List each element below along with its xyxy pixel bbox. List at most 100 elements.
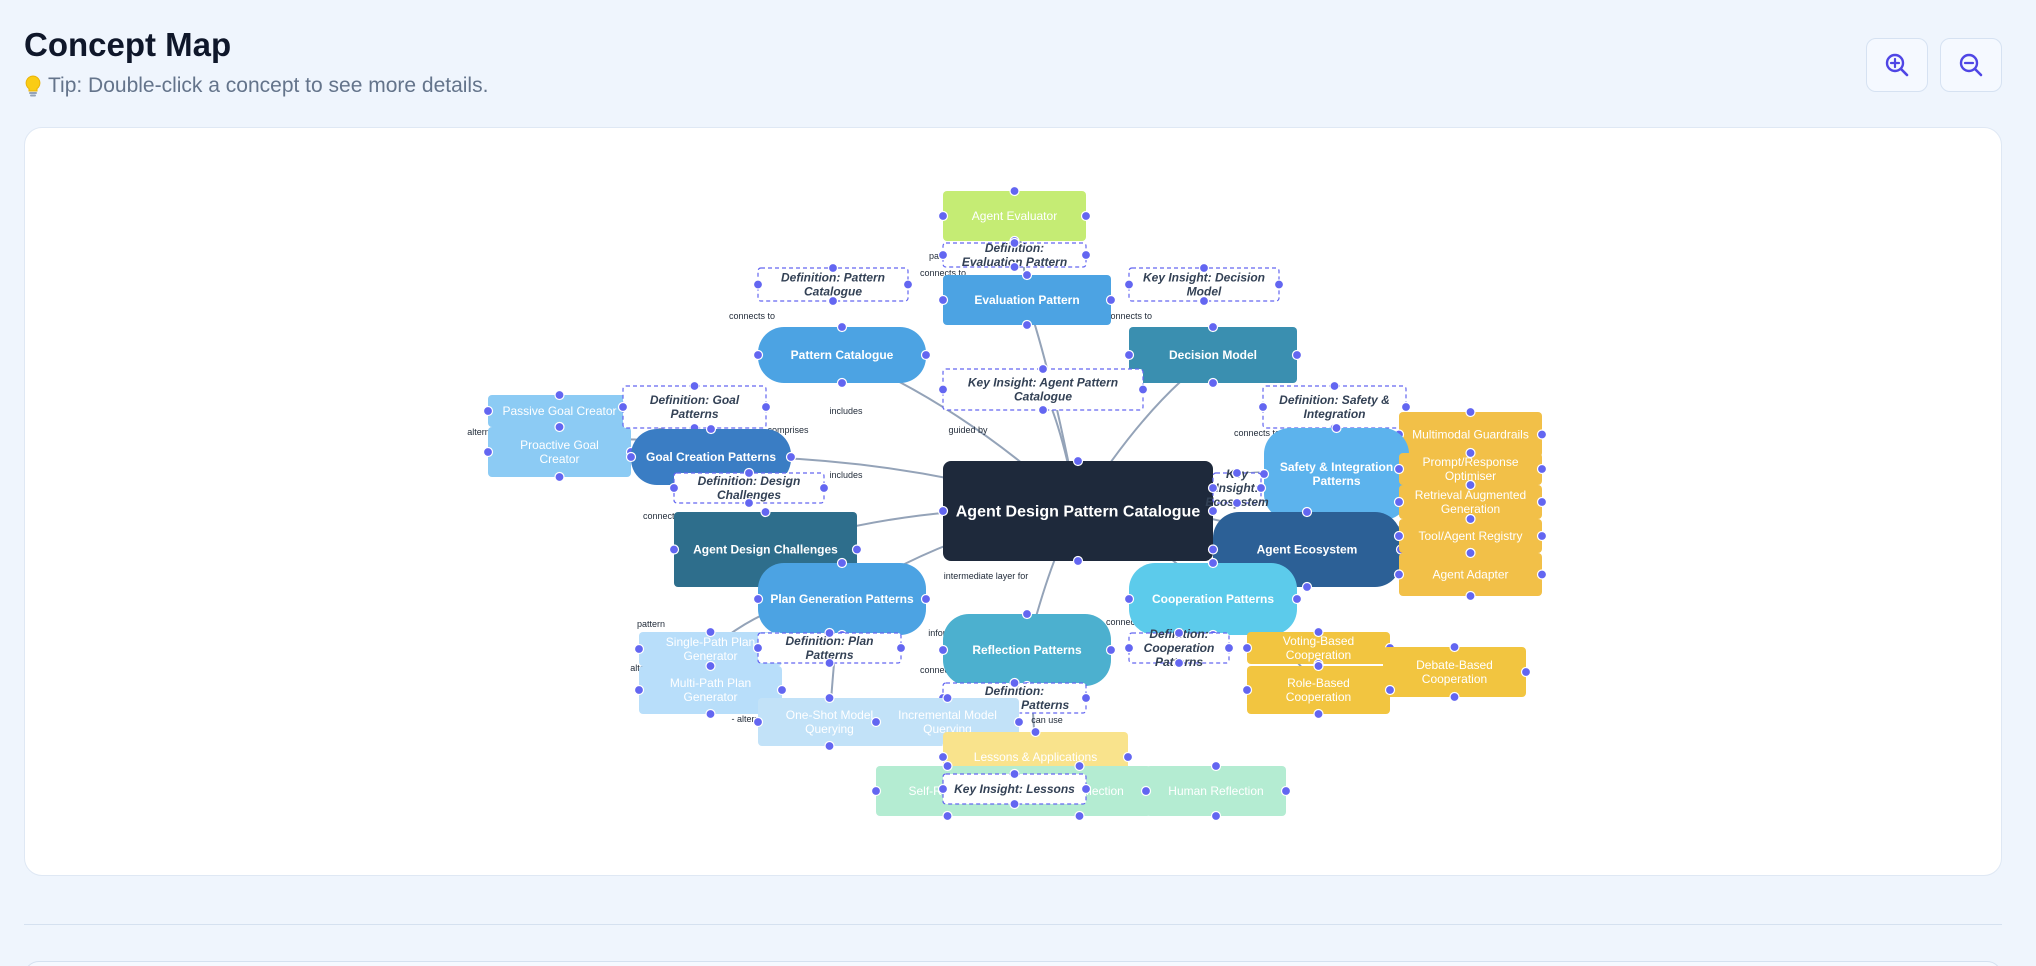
connection-handle[interactable] xyxy=(1465,513,1476,525)
connection-handle[interactable] xyxy=(1210,810,1222,822)
concept-node-plan-generation-patterns[interactable]: Plan Generation Patterns xyxy=(752,557,932,641)
connection-handle[interactable] xyxy=(1021,319,1033,331)
connection-handle[interactable] xyxy=(554,421,565,433)
connection-handle[interactable] xyxy=(1291,349,1303,361)
connection-handle[interactable] xyxy=(752,716,764,728)
connection-handle[interactable] xyxy=(920,593,932,605)
connection-handle[interactable] xyxy=(1207,377,1219,389)
connection-handle[interactable] xyxy=(1393,569,1405,580)
connection-handle[interactable] xyxy=(1465,590,1476,602)
connection-handle[interactable] xyxy=(1037,404,1049,416)
connection-handle[interactable] xyxy=(1080,210,1092,222)
connection-handle[interactable] xyxy=(1140,785,1152,797)
concept-node-evaluation-pattern[interactable]: Evaluation Pattern xyxy=(937,269,1117,331)
connection-handle[interactable] xyxy=(1021,608,1033,620)
concept-node-human-reflection[interactable]: Human Reflection xyxy=(1140,760,1292,822)
connection-handle[interactable] xyxy=(1123,279,1135,290)
connection-handle[interactable] xyxy=(1080,783,1092,795)
connection-handle[interactable] xyxy=(1123,593,1135,605)
connection-handle[interactable] xyxy=(1105,644,1117,656)
connection-handle[interactable] xyxy=(1080,249,1092,261)
connection-handle[interactable] xyxy=(818,482,830,494)
connection-handle[interactable] xyxy=(705,660,716,672)
connection-handle[interactable] xyxy=(937,210,949,222)
connection-handle[interactable] xyxy=(1009,798,1020,810)
connection-handle[interactable] xyxy=(1465,479,1476,491)
connection-handle[interactable] xyxy=(1536,496,1548,508)
connection-handle[interactable] xyxy=(760,401,772,413)
connection-handle[interactable] xyxy=(554,471,565,483)
connection-handle[interactable] xyxy=(824,692,835,704)
connection-handle[interactable] xyxy=(1207,544,1219,555)
connection-handle[interactable] xyxy=(1331,422,1342,434)
connection-handle[interactable] xyxy=(668,544,680,555)
connection-handle[interactable] xyxy=(1013,716,1025,728)
connection-handle[interactable] xyxy=(482,446,494,458)
connection-handle[interactable] xyxy=(1123,642,1135,654)
connection-handle[interactable] xyxy=(1210,760,1222,772)
connection-handle[interactable] xyxy=(1072,555,1084,567)
connection-handle[interactable] xyxy=(752,593,764,605)
connection-handle[interactable] xyxy=(1122,751,1134,763)
connection-handle[interactable] xyxy=(1231,467,1243,479)
connection-handle[interactable] xyxy=(827,262,839,274)
connection-handle[interactable] xyxy=(1241,642,1253,654)
connection-handle[interactable] xyxy=(902,279,914,290)
connection-handle[interactable] xyxy=(1198,295,1210,307)
connection-handle[interactable] xyxy=(827,295,839,307)
connection-handle[interactable] xyxy=(937,384,949,395)
connection-handle[interactable] xyxy=(937,505,949,517)
connection-handle[interactable] xyxy=(836,557,848,569)
connection-handle[interactable] xyxy=(1536,463,1548,475)
connection-handle[interactable] xyxy=(1393,530,1405,542)
connection-handle[interactable] xyxy=(1207,482,1219,494)
connection-handle[interactable] xyxy=(1255,482,1267,494)
connection-handle[interactable] xyxy=(1393,463,1405,475)
connection-handle[interactable] xyxy=(668,482,680,494)
connection-handle[interactable] xyxy=(1313,708,1324,720)
connection-handle[interactable] xyxy=(689,380,700,392)
connection-handle[interactable] xyxy=(1313,626,1324,638)
connection-handle[interactable] xyxy=(1072,455,1084,467)
concept-node-agent-adapter[interactable]: Agent Adapter xyxy=(1393,547,1548,602)
connection-handle[interactable] xyxy=(760,506,771,518)
concept-node-tool-agent-registry[interactable]: Tool/Agent Registry xyxy=(1393,513,1548,559)
connection-handle[interactable] xyxy=(895,642,907,654)
connection-handle[interactable] xyxy=(1173,657,1185,669)
connection-handle[interactable] xyxy=(705,626,716,638)
connection-handle[interactable] xyxy=(1137,384,1149,395)
connection-handle[interactable] xyxy=(1393,496,1405,508)
connection-handle[interactable] xyxy=(1207,557,1219,569)
connection-handle[interactable] xyxy=(1021,269,1033,281)
connection-handle[interactable] xyxy=(1465,406,1476,418)
connection-handle[interactable] xyxy=(1536,569,1548,580)
connection-handle[interactable] xyxy=(1400,401,1412,413)
connection-handle[interactable] xyxy=(1465,547,1476,559)
connection-handle[interactable] xyxy=(1257,401,1269,413)
connection-handle[interactable] xyxy=(1080,692,1092,704)
connection-handle[interactable] xyxy=(752,349,764,361)
connection-handle[interactable] xyxy=(1207,505,1219,517)
connection-handle[interactable] xyxy=(937,644,949,656)
connection-handle[interactable] xyxy=(1198,262,1210,274)
concept-node-def-evaluation-pattern[interactable]: Definition:Evaluation Pattern xyxy=(937,237,1092,273)
connection-handle[interactable] xyxy=(1273,279,1285,290)
connection-handle[interactable] xyxy=(1223,642,1235,654)
connection-handle[interactable] xyxy=(1123,349,1135,361)
connection-handle[interactable] xyxy=(920,349,932,361)
concept-node-key-insight-lessons[interactable]: Key Insight: Lessons xyxy=(937,768,1092,810)
connection-handle[interactable] xyxy=(851,544,863,555)
connection-handle[interactable] xyxy=(633,684,645,696)
connection-handle[interactable] xyxy=(1536,429,1548,440)
connection-handle[interactable] xyxy=(1520,666,1532,678)
